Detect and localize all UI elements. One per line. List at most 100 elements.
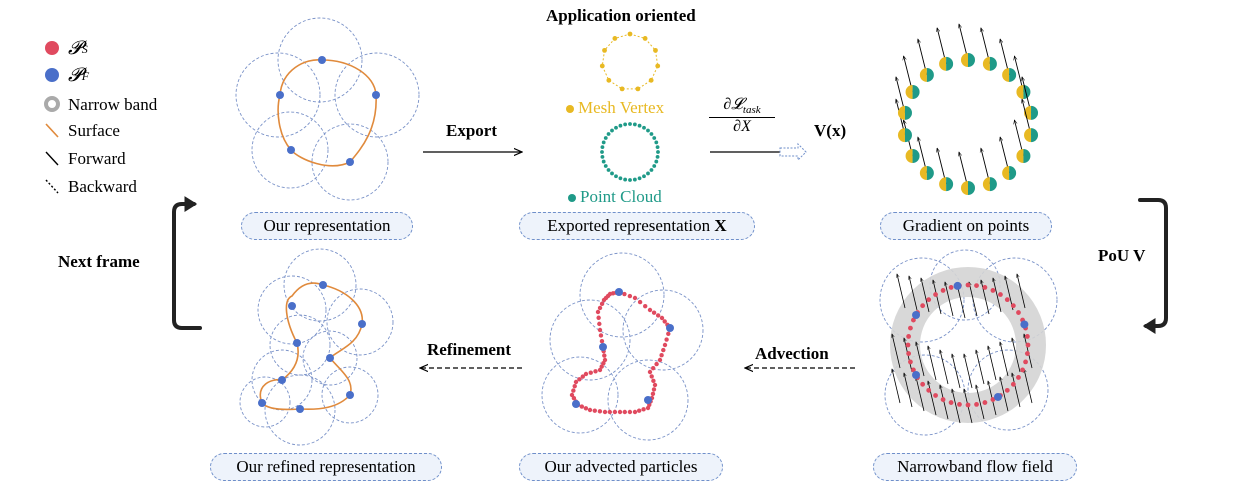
flow-arrow xyxy=(1024,334,1033,369)
gradient-half-yellow xyxy=(961,181,968,195)
panel-exported-representation xyxy=(599,31,661,182)
flow-arrow xyxy=(1024,369,1033,404)
gradient-half-yellow xyxy=(939,56,947,71)
gradient-half-teal xyxy=(1031,105,1039,120)
point-cloud-dot xyxy=(654,140,659,145)
gradient-numerator-sub: task xyxy=(742,104,761,117)
point-cloud-dot-icon xyxy=(568,194,576,203)
point-cloud-dot xyxy=(652,136,657,140)
flow-arrow xyxy=(952,389,961,424)
point-cloud-dot xyxy=(603,136,608,140)
caption-exported-symbol: X xyxy=(714,216,727,235)
flow-arrow xyxy=(1000,342,1009,377)
advected-particle xyxy=(572,383,577,389)
flow-red-dot xyxy=(926,297,932,303)
gradient-half-yellow xyxy=(897,105,905,120)
legend-pf-label: 𝓟 xyxy=(68,65,82,86)
gradient-point xyxy=(1016,149,1031,163)
mesh-vertex-dot xyxy=(599,63,605,69)
gradient-half-yellow xyxy=(1002,166,1010,181)
gradient-half-teal xyxy=(912,85,920,99)
point-cloud-dot xyxy=(628,178,632,182)
caption-advected-text: Our advected particles xyxy=(544,457,698,476)
gradient-half-yellow xyxy=(939,177,947,192)
point-cloud-dot xyxy=(646,128,650,133)
advected-particle xyxy=(651,378,656,384)
flow-arrow xyxy=(916,377,925,412)
advected-particle xyxy=(643,303,648,309)
advected-particle xyxy=(597,327,603,333)
advected-particle xyxy=(637,299,643,305)
advected-particle xyxy=(622,291,627,297)
mesh-vertex-dot xyxy=(642,36,648,41)
gradient-half-teal xyxy=(946,177,954,192)
flow-red-dot xyxy=(1010,303,1016,309)
application-oriented-label: Application oriented xyxy=(546,6,696,25)
point-cloud-dot xyxy=(610,171,614,176)
legend-backward: Backward xyxy=(68,177,137,196)
advected-particle xyxy=(598,333,604,338)
advected-particle xyxy=(583,406,589,411)
caption-our-representation: Our representation xyxy=(241,212,413,240)
pf-dot-icon xyxy=(45,68,59,82)
advected-particle xyxy=(647,307,653,313)
point-cloud-dot xyxy=(642,125,646,130)
advected-particle xyxy=(632,295,638,301)
caption-narrowband-text: Narrowband flow field xyxy=(897,457,1053,476)
flow-blue-dot xyxy=(1020,320,1029,329)
gradient-half-teal xyxy=(904,105,912,120)
point-cloud-dot xyxy=(656,150,660,154)
gradient-point xyxy=(1024,105,1039,120)
gradient-point xyxy=(919,67,934,82)
flow-arrow xyxy=(945,282,954,317)
ps-dot-icon xyxy=(45,41,59,55)
advected-particle xyxy=(666,331,671,336)
gradient-half-teal xyxy=(968,53,975,67)
point-cloud-dot xyxy=(614,125,618,130)
gradient-point xyxy=(905,149,920,163)
gradient-point xyxy=(897,105,912,120)
gradient-half-yellow xyxy=(1024,128,1032,143)
gradient-half-yellow xyxy=(1024,105,1032,120)
next-frame-bracket-arrow xyxy=(172,196,202,330)
advected-particle xyxy=(632,409,638,415)
gradient-point xyxy=(939,56,954,71)
advected-particle xyxy=(569,392,575,398)
advected-particle xyxy=(651,365,656,371)
flow-arrow xyxy=(897,274,906,309)
advected-particle xyxy=(595,309,601,315)
advected-particle xyxy=(592,408,597,413)
point-cloud-dot xyxy=(652,164,657,168)
gradient-half-teal xyxy=(946,56,954,71)
legend-markers xyxy=(44,41,60,194)
gradient-point xyxy=(905,85,920,99)
point-cloud-ring xyxy=(600,122,660,182)
caption-gradient-text: Gradient on points xyxy=(902,216,1030,235)
flow-red-dot xyxy=(920,381,926,387)
panel-our-representation xyxy=(235,17,420,201)
mesh-vertex-dot xyxy=(606,77,612,83)
point-cloud-label: Point Cloud xyxy=(568,187,662,207)
flow-red-dot xyxy=(1004,387,1010,393)
legend-ps-sub: S xyxy=(81,42,88,56)
gradient-point xyxy=(939,177,954,192)
mesh-vertex-dot xyxy=(619,86,625,92)
gradient-half-teal xyxy=(912,149,920,163)
point-cloud-dot xyxy=(603,164,608,168)
point-cloud-dot xyxy=(628,122,632,126)
flow-arrow xyxy=(928,381,937,416)
gradient-point xyxy=(982,56,997,71)
gradient-half-teal xyxy=(1009,166,1017,181)
point-cloud-dot xyxy=(600,145,605,150)
mesh-vertex-label: Mesh Vertex xyxy=(566,98,664,118)
flow-arrow xyxy=(940,385,949,420)
point-cloud-dot xyxy=(618,176,623,181)
caption-gradient-on-points: Gradient on points xyxy=(880,212,1052,240)
flow-arrow xyxy=(981,280,990,315)
gradient-point xyxy=(982,177,997,192)
point-cloud-dot xyxy=(646,171,650,176)
caption-our-advected-particles: Our advected particles xyxy=(519,453,723,481)
advected-particle xyxy=(622,409,627,415)
gradient-point xyxy=(1016,85,1031,99)
flow-arrow xyxy=(904,373,913,408)
